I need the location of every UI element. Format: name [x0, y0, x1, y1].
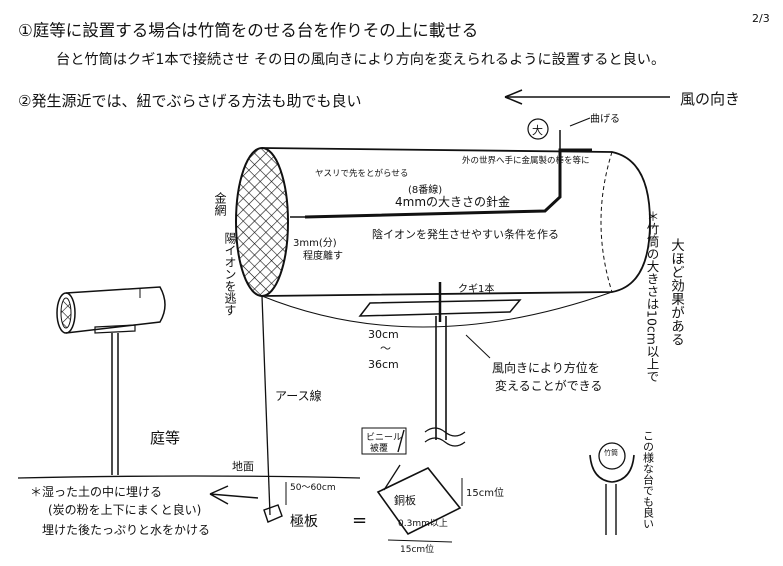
mesh-cap — [235, 147, 289, 297]
equals-sign: = — [352, 510, 367, 531]
sensor-note: 外の世界へ手に金属製の棒を等に — [462, 155, 590, 166]
cap-label: 大 — [532, 123, 543, 137]
length-separator: 〜 — [380, 342, 391, 355]
vinyl-label: ビニール — [366, 432, 402, 443]
side-note-title: ＊竹筒の大きさは10cm以上で — [645, 210, 660, 382]
side-note-effect: 大ほど効果がある — [668, 238, 685, 346]
yard-label: 庭等 — [150, 429, 180, 447]
sharpen-note: ヤスリで先をとがらせる — [315, 168, 408, 179]
hanging-note: この様な台でも良い — [642, 430, 655, 529]
bottom-note-2: (炭の粉を上下にまくと良い) — [48, 502, 201, 517]
bend-arrow — [569, 117, 591, 127]
instruction-line-3: ②発生源近では、紐でぶらさげる方法も助でも良い — [18, 92, 361, 110]
rotate-note: 風向きにより方位を — [492, 360, 600, 375]
plate-height: 15cm位 — [466, 486, 504, 499]
bottom-note-3: 埋けた後たっぷりと水をかける — [42, 523, 210, 537]
gap-label-2: 程度離す — [303, 249, 343, 262]
plate-width: 15cm位 — [400, 543, 434, 555]
wire-gauge-label: (8番線) — [408, 183, 442, 196]
plate-thickness: 0.3mm以上 — [398, 518, 448, 529]
instruction-line-2: 台と竹筒はクギ1本で接続させ その日の風向きにより方向を変えられるように設置する… — [56, 51, 665, 68]
length-arc — [261, 291, 613, 328]
length-label-2: 36cm — [368, 358, 399, 371]
wire-size-label: 4mmの大きさの針金 — [395, 194, 510, 209]
instruction-line-1: ①庭等に設置する場合は竹筒をのせる台を作りその上に載せる — [18, 21, 478, 40]
ground-label: 地面 — [232, 460, 254, 473]
nail-label: クギ1本 — [458, 282, 494, 295]
ground-line — [17, 475, 361, 479]
bottom-arrow — [209, 485, 259, 505]
hanging-stand — [589, 442, 635, 535]
plate-label: 銅板 — [394, 493, 416, 507]
inner-label: 陰イオンを発生させやすい条件を作る — [372, 227, 559, 241]
hanging-tube-label: 竹筒 — [604, 448, 618, 457]
mesh-label: 金網 — [213, 191, 227, 217]
bottom-note-1: ＊湿った土の中に埋ける — [30, 484, 162, 499]
tube-stand — [358, 282, 522, 440]
wind-direction-arrow — [504, 89, 670, 105]
bend-label: 曲げる — [590, 113, 620, 125]
vinyl-label-2: 被覆 — [370, 442, 388, 454]
rotate-note-2: 変えることができる — [495, 378, 602, 393]
copper-plate — [376, 429, 463, 543]
vinyl-box — [361, 427, 407, 455]
length-label: 30cm — [368, 328, 399, 341]
gap-label: 3mm(分) — [293, 237, 337, 249]
small-tube-illustration — [56, 286, 166, 475]
cap-circle — [527, 118, 549, 140]
earth-wire — [261, 295, 271, 516]
vibration-mark — [424, 427, 466, 447]
bamboo-tube — [235, 147, 651, 297]
electrode-wire — [290, 130, 592, 219]
wind-direction-label: 風の向き — [680, 90, 740, 108]
mesh-label-2: 陽イオンを逃す — [223, 232, 237, 316]
electrode-label: 極板 — [290, 514, 318, 530]
depth-label: 50〜60cm — [290, 483, 336, 493]
page-number: 2/3 — [752, 12, 770, 25]
electrode-plate-small — [263, 504, 283, 523]
earth-wire-label: アース線 — [275, 388, 322, 403]
